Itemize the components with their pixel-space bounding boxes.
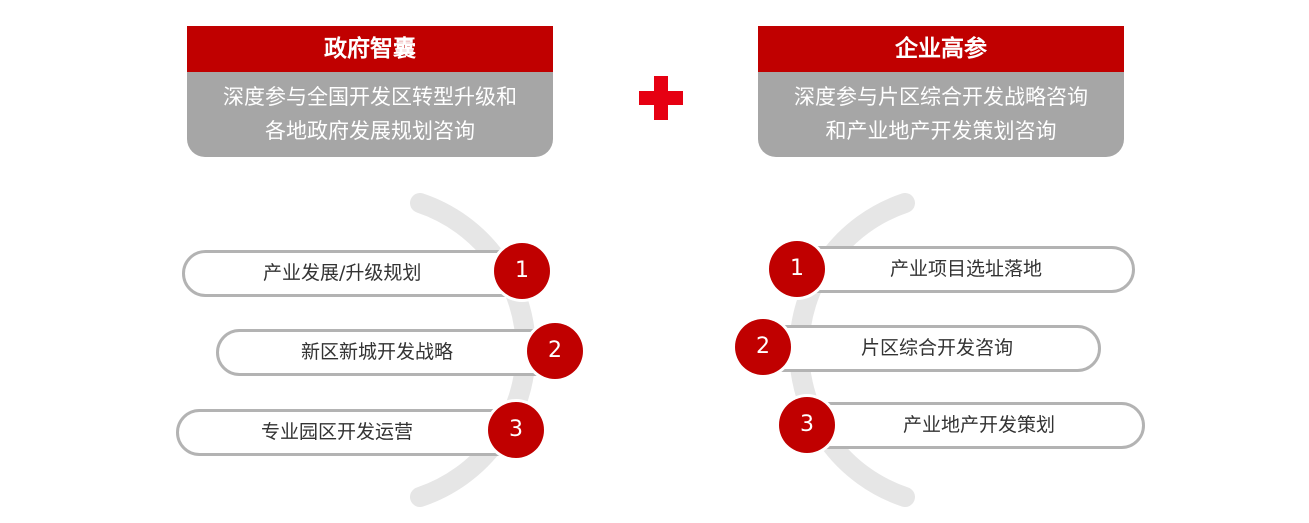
right-item-3-number: 3 (779, 397, 835, 453)
right-header-desc: 深度参与片区综合开发战略咨询 和产业地产开发策划咨询 (758, 72, 1124, 157)
left-item-2-label: 新区新城开发战略 (301, 341, 454, 363)
right-desc-line1: 深度参与片区综合开发战略咨询 (794, 85, 1088, 109)
right-item-1-label: 产业项目选址落地 (890, 258, 1043, 280)
left-item-3-number: 3 (488, 402, 544, 458)
right-header-card: 企业高参 深度参与片区综合开发战略咨询 和产业地产开发策划咨询 (758, 26, 1124, 157)
left-item-2-number: 2 (527, 323, 583, 379)
right-header-title: 企业高参 (758, 26, 1124, 72)
right-item-2-label: 片区综合开发咨询 (861, 337, 1014, 359)
left-header-desc: 深度参与全国开发区转型升级和 各地政府发展规划咨询 (187, 72, 553, 157)
left-item-1-number: 1 (494, 243, 550, 299)
left-header-card: 政府智囊 深度参与全国开发区转型升级和 各地政府发展规划咨询 (187, 26, 553, 157)
left-desc-line1: 深度参与全国开发区转型升级和 (223, 85, 517, 109)
right-desc-line2: 和产业地产开发策划咨询 (825, 119, 1057, 143)
right-item-2: 片区综合开发咨询 (751, 325, 1101, 372)
right-item-3: 产业地产开发策划 (795, 402, 1145, 449)
left-item-2: 新区新城开发战略 (216, 329, 566, 376)
left-desc-line2: 各地政府发展规划咨询 (265, 119, 475, 143)
right-item-3-label: 产业地产开发策划 (903, 414, 1056, 436)
left-item-1: 产业发展/升级规划 (182, 250, 532, 297)
left-item-3-label: 专业园区开发运营 (261, 421, 414, 443)
right-item-1-number: 1 (769, 241, 825, 297)
left-item-3: 专业园区开发运营 (176, 409, 526, 456)
right-item-1: 产业项目选址落地 (785, 246, 1135, 293)
left-item-1-label: 产业发展/升级规划 (263, 262, 422, 284)
plus-icon (639, 76, 683, 120)
left-header-title: 政府智囊 (187, 26, 553, 72)
right-item-2-number: 2 (735, 319, 791, 375)
